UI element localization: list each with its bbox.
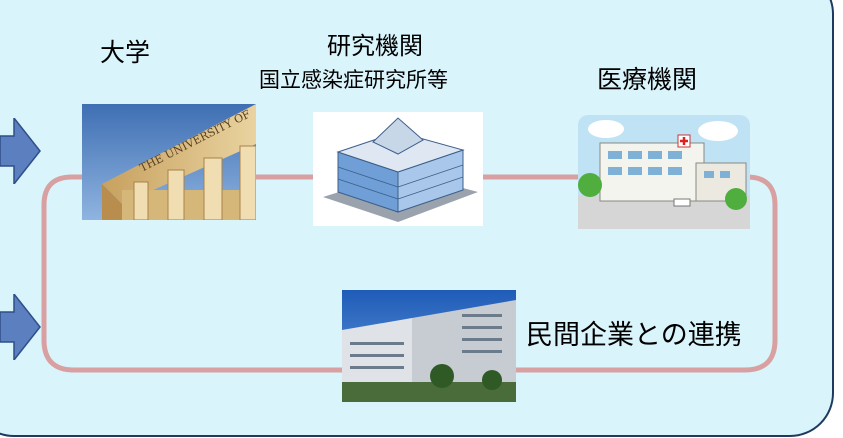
research-institute-sublabel: 国立感染症研究所等 — [259, 68, 448, 92]
incoming-arrow-top-icon — [0, 118, 41, 184]
medical-institution-label: 医療機関 — [597, 65, 698, 94]
incoming-arrow-bottom-icon — [0, 294, 41, 360]
university-label: 大学 — [100, 38, 151, 67]
university-image: THE UNIVERSITY OF — [82, 104, 256, 220]
research-institute-label: 研究機関 — [327, 32, 423, 60]
research-institute-image — [313, 112, 483, 226]
medical-institution-image — [578, 115, 750, 229]
corporate-building-image — [342, 290, 516, 402]
corporate-collaboration-label: 民間企業との連携 — [526, 320, 742, 351]
